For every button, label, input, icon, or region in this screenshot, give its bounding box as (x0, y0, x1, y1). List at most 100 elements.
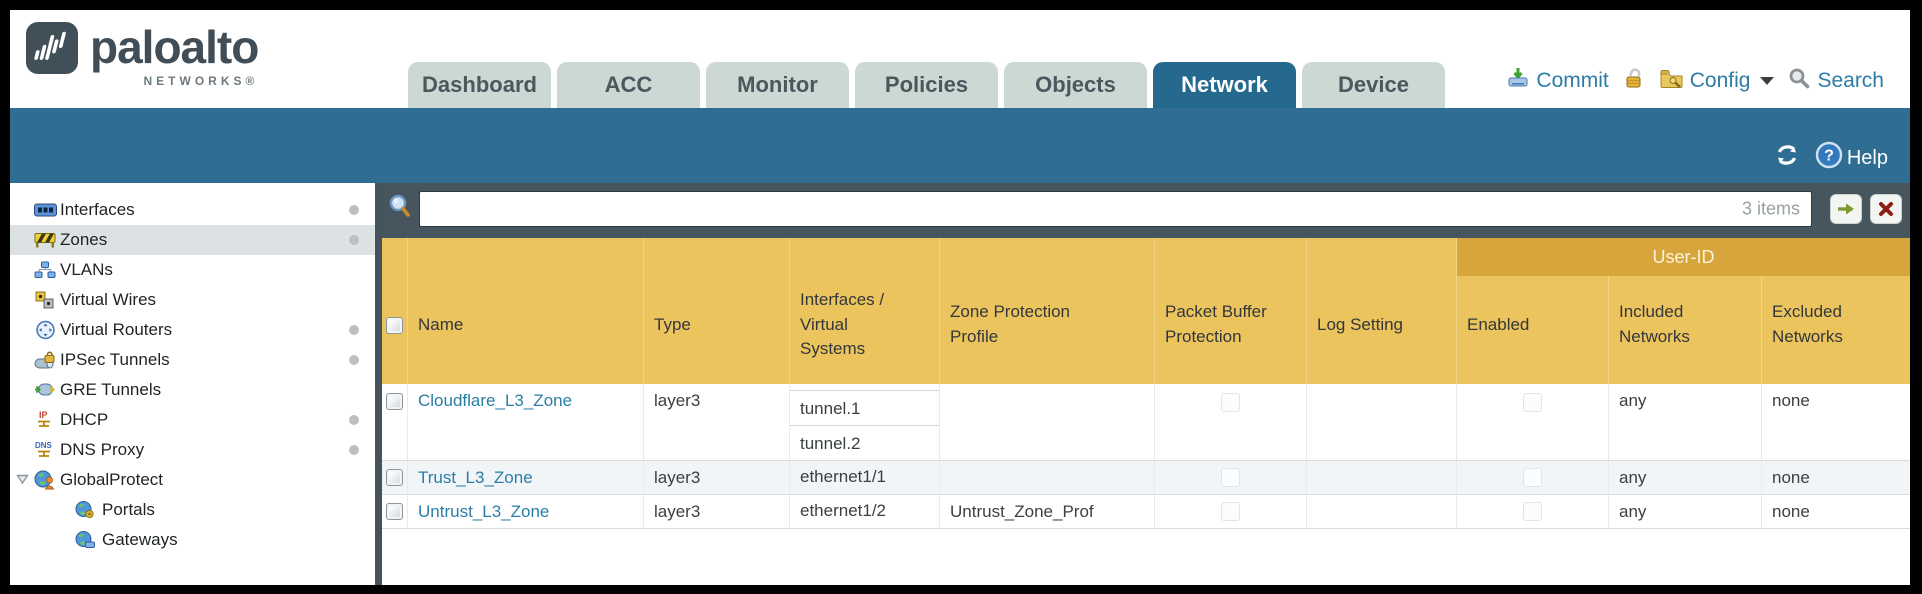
sidebar-item-zones[interactable]: Zones (10, 225, 375, 255)
column-header-name[interactable]: Name (408, 238, 644, 384)
zone-protection-profile-cell: Untrust_Zone_Prof (940, 495, 1155, 528)
help-button[interactable]: ? Help (1815, 141, 1888, 175)
excluded-networks-cell: none (1772, 501, 1810, 521)
row-checkbox[interactable] (386, 393, 403, 410)
zone-name-link[interactable]: Cloudflare_L3_Zone (408, 384, 644, 460)
dns-proxy-icon: DNS (32, 440, 58, 460)
select-all-checkbox[interactable] (386, 316, 403, 334)
sidebar-item-interfaces[interactable]: Interfaces (10, 195, 375, 225)
packet-buffer-checkbox[interactable] (1221, 502, 1240, 521)
search-icon (1788, 67, 1811, 96)
excluded-networks-cell: none (1772, 467, 1810, 487)
zones-table-header: Name Type Interfaces / Virtual Systems Z… (382, 238, 1910, 384)
sidebar-item-gateways[interactable]: Gateways (10, 525, 375, 555)
tab-objects[interactable]: Objects (1004, 62, 1147, 108)
included-networks-cell: any (1609, 384, 1762, 460)
sidebar-item-portals[interactable]: Portals (10, 495, 375, 525)
zone-type-cell: layer3 (644, 461, 790, 494)
green-arrow-icon (1838, 203, 1854, 215)
column-header-interfaces[interactable]: Interfaces / Virtual Systems (790, 238, 940, 384)
zone-name-link[interactable]: Trust_L3_Zone (408, 461, 644, 494)
global-search-button[interactable]: Search (1788, 67, 1884, 96)
red-x-icon (1879, 202, 1893, 216)
sidebar-item-label: Virtual Routers (60, 320, 173, 339)
network-sidebar: Interfaces Zones VLANs Virtual Wires Vir… (10, 183, 375, 585)
portals-icon (72, 501, 98, 519)
tab-acc[interactable]: ACC (557, 62, 700, 108)
packet-buffer-protection-cell (1155, 495, 1307, 528)
sidebar-item-virtual-wires[interactable]: Virtual Wires (10, 285, 375, 315)
primary-nav-tabs: Dashboard ACC Monitor Policies Objects N… (408, 62, 1445, 108)
included-networks-cell: any (1609, 461, 1762, 494)
zones-table-body: Cloudflare_L3_Zone layer3 tunnel.1 tunne… (382, 384, 1910, 585)
user-id-enabled-checkbox[interactable] (1523, 502, 1542, 521)
tab-dashboard[interactable]: Dashboard (408, 62, 551, 108)
sidebar-item-dns-proxy[interactable]: DNS DNS Proxy (10, 435, 375, 465)
zone-name-link[interactable]: Untrust_L3_Zone (408, 495, 644, 528)
column-header-packet-buffer-protection[interactable]: Packet Buffer Protection (1155, 238, 1307, 384)
sidebar-item-dhcp[interactable]: IP DHCP (10, 405, 375, 435)
sidebar-item-label: IPSec Tunnels (60, 350, 170, 369)
user-id-group-header: User-ID (1457, 238, 1910, 276)
packet-buffer-checkbox[interactable] (1221, 468, 1240, 487)
packet-buffer-protection-cell (1155, 384, 1307, 460)
column-header-enabled[interactable]: Enabled (1457, 238, 1609, 384)
packet-buffer-checkbox[interactable] (1221, 393, 1240, 412)
column-header-excluded-networks[interactable]: Excluded Networks (1772, 302, 1843, 346)
filter-magnifier-icon[interactable] (388, 193, 413, 225)
sidebar-item-globalprotect[interactable]: GlobalProtect (10, 465, 375, 495)
brand-name: paloalto (90, 21, 259, 73)
config-caret-down-icon (1760, 77, 1775, 85)
column-header-included-networks[interactable]: Included Networks (1609, 238, 1762, 384)
included-networks-cell: any (1609, 495, 1762, 528)
refresh-icon[interactable] (1773, 142, 1801, 174)
column-header-type[interactable]: Type (644, 238, 790, 384)
tab-device[interactable]: Device (1302, 62, 1445, 108)
interface-entry: ethernet1/2 (800, 501, 887, 520)
zone-type-cell: layer3 (644, 384, 790, 460)
commit-label: Commit (1536, 69, 1609, 92)
vlans-icon (32, 261, 58, 279)
clear-filter-button[interactable] (1870, 194, 1902, 224)
sidebar-item-ipsec-tunnels[interactable]: IPSec Tunnels (10, 345, 375, 375)
table-row: Cloudflare_L3_Zone layer3 tunnel.1 tunne… (382, 384, 1910, 461)
lock-button[interactable] (1623, 67, 1645, 96)
tab-network[interactable]: Network (1153, 62, 1296, 108)
sidebar-item-vlans[interactable]: VLANs (10, 255, 375, 285)
column-header-log-setting[interactable]: Log Setting (1307, 238, 1457, 384)
status-dot (349, 235, 359, 245)
main-area: Interfaces Zones VLANs Virtual Wires Vir… (10, 183, 1910, 585)
row-checkbox[interactable] (386, 503, 403, 520)
interface-entry: tunnel.2 (790, 425, 939, 460)
sidebar-item-gre-tunnels[interactable]: GRE Tunnels (10, 375, 375, 405)
config-menu-button[interactable]: Config (1659, 67, 1775, 96)
user-id-enabled-checkbox[interactable] (1523, 468, 1542, 487)
panos-app-window: paloalto NETWORKS® Dashboard ACC Monitor… (10, 10, 1910, 585)
tab-policies[interactable]: Policies (855, 62, 998, 108)
commit-button[interactable]: Commit (1506, 66, 1609, 96)
sidebar-item-label: GRE Tunnels (60, 380, 162, 399)
apply-filter-button[interactable] (1830, 194, 1862, 224)
filter-query-input[interactable] (419, 191, 1812, 227)
column-header-zone-protection-profile[interactable]: Zone Protection Profile (940, 238, 1155, 384)
sidebar-content-divider (375, 183, 382, 585)
svg-text:IP: IP (39, 410, 48, 420)
user-id-enabled-checkbox[interactable] (1523, 393, 1542, 412)
select-all-column-header[interactable] (382, 238, 408, 384)
table-empty-space (382, 529, 1910, 585)
svg-text:DNS: DNS (35, 441, 53, 450)
sidebar-item-virtual-routers[interactable]: Virtual Routers (10, 315, 375, 345)
row-checkbox[interactable] (386, 469, 403, 486)
globalprotect-icon (32, 470, 58, 490)
band-utilities: ? Help (1773, 141, 1888, 175)
teal-band: ? Help (10, 108, 1910, 183)
zone-interfaces-cell: ethernet1/1 (790, 461, 940, 494)
unlocked-padlock-icon (1623, 67, 1645, 96)
tab-monitor[interactable]: Monitor (706, 62, 849, 108)
expander-triangle-icon[interactable] (16, 470, 29, 490)
dhcp-icon: IP (32, 410, 58, 430)
help-icon: ? (1815, 141, 1843, 175)
paloalto-logo-icon (26, 22, 78, 79)
search-label: Search (1817, 69, 1884, 92)
